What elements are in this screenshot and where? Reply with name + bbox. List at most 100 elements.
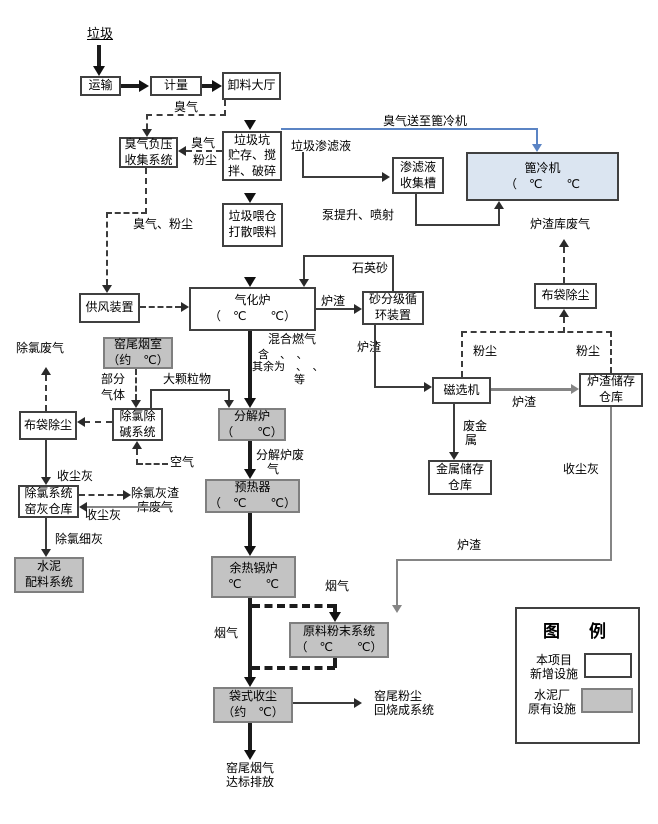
edge-warehouse-to-batching	[45, 518, 47, 549]
leachate-tank-box: 渗滤液 收集槽	[392, 157, 444, 194]
preheater-box: 预热器 （ ℃ ℃）	[205, 479, 300, 513]
label-dust-2: 粉尘	[576, 344, 601, 358]
label-mixed-gas-1: 混合燃气	[268, 332, 317, 346]
arrowhead	[244, 750, 256, 760]
label-mixed-gas-3: 其余为 、 、	[252, 360, 324, 373]
label-air: 空气	[170, 455, 195, 469]
label-final-emission-2: 达标排放	[226, 775, 275, 789]
air-supply-box: 供风装置	[79, 293, 140, 323]
label-slag-4: 炉渣	[457, 538, 482, 552]
edge-air-h	[137, 463, 168, 465]
slag-storage-box: 炉渣储存 仓库	[579, 373, 643, 407]
arrowhead	[41, 477, 51, 485]
arrowhead	[559, 239, 569, 247]
label-kiln-dust-2: 回烧成系统	[374, 703, 435, 717]
arrowhead	[244, 277, 256, 287]
edge-bagdust-to-kilnreturn	[293, 702, 354, 704]
metering-box: 计量	[150, 76, 202, 96]
edge-slagpath-h	[396, 559, 612, 561]
label-slag-3: 炉渣	[512, 395, 537, 409]
edge-bagfilter-to-warehouse	[45, 440, 47, 477]
bag-filter-left-box: 布袋除尘	[19, 411, 77, 440]
arrowhead	[244, 546, 256, 556]
edge-sand-to-mag-v	[374, 325, 376, 387]
arrowhead	[41, 367, 51, 375]
label-odor-side: 臭气	[191, 136, 216, 150]
arrowhead	[224, 400, 234, 408]
arrowhead	[244, 120, 256, 130]
edge-hall-odor-v2	[146, 114, 148, 129]
label-slag-store-gas: 炉渣库废气	[530, 217, 591, 231]
legend-swatch-new	[584, 653, 632, 678]
edge-metering-to-hall	[202, 84, 212, 88]
edge-boiler-to-rawmat-v	[333, 604, 337, 612]
label-dust-ash-1: 收尘灰	[57, 469, 94, 483]
label-odor-to-cooler: 臭气送至篦冷机	[383, 114, 468, 128]
label-partial-gas-2: 气体	[101, 388, 126, 402]
edge-dust-h	[461, 331, 612, 333]
arrowhead	[178, 146, 186, 156]
edge-odor-air-v2	[106, 212, 108, 285]
label-dust-side: 粉尘	[193, 153, 218, 167]
edge-odor-air-h	[106, 212, 147, 214]
edge-waste-to-transport	[97, 45, 101, 67]
label-slag-2: 炉渣	[357, 340, 382, 354]
edge-leachate-h	[302, 176, 382, 178]
edge-mag-to-metal	[453, 404, 455, 452]
edge-hall-odor-v	[224, 100, 226, 116]
label-large-particles: 大颗粒物	[163, 372, 212, 386]
edge-dustash-return	[87, 506, 172, 508]
edge-particles-v2	[228, 389, 230, 400]
label-odor-top: 臭气	[174, 100, 199, 114]
edge-rawmat-return-v	[333, 658, 337, 668]
legend-item-new-label: 本项目 新增设施	[529, 653, 578, 682]
label-kiln-dust-1: 窑尾粉尘	[374, 689, 423, 703]
kiln-ash-warehouse-box: 除氯系统 窑灰仓库	[18, 485, 79, 518]
arrowhead	[382, 172, 390, 182]
edge-rawmat-return-h	[252, 666, 335, 670]
edge-odor-air-v1	[145, 168, 147, 214]
label-scrap-metal-1: 废金	[463, 419, 488, 433]
edge-dust-v1	[461, 331, 463, 377]
label-quartz-sand: 石英砂	[352, 261, 389, 275]
edge-odor-to-cooler-h	[281, 128, 538, 130]
label-final-emission-1: 窑尾烟气	[226, 761, 275, 775]
label-flue-gas-1: 烟气	[325, 579, 350, 593]
waste-heat-boiler-box: 余热锅炉 ℃ ℃	[211, 556, 296, 598]
label-waste: 垃圾	[87, 27, 114, 42]
edge-warehouse-gas	[79, 494, 123, 496]
magnetic-separator-box: 磁选机	[432, 377, 491, 404]
edge-air-v	[136, 449, 138, 465]
edge-gasifier-to-sand	[316, 308, 354, 310]
edge-pit-to-odor	[186, 150, 222, 152]
edge-sand-loop-v2	[303, 255, 305, 279]
edge-boiler-to-rawmat-h	[252, 604, 335, 608]
edge-particles-v1	[150, 389, 152, 408]
label-flue-gas-2: 烟气	[214, 626, 239, 640]
edge-dust-v2	[610, 331, 612, 373]
edge-gasifier-to-calciner	[248, 331, 252, 398]
label-pump-lift: 泵提升、喷射	[322, 208, 395, 222]
cement-batching-box: 水泥 配料系统	[14, 557, 84, 593]
label-partial-gas-1: 部分	[101, 372, 126, 386]
label-mixed-gas-4: 等	[294, 373, 305, 386]
label-odor-dust: 臭气、粉尘	[133, 217, 194, 231]
edge-dechlor-to-bagfilter	[84, 421, 112, 423]
edge-odor-to-cooler-v	[536, 128, 538, 144]
arrowhead	[392, 605, 402, 613]
kiln-tail-chamber-box: 窑尾烟室 （约 ℃）	[103, 337, 173, 369]
arrowhead	[181, 302, 189, 312]
edge-hall-odor-h	[146, 114, 226, 116]
label-dechlor-ash-gas-1: 除氯灰渣	[131, 486, 180, 500]
legend-title: 图 例	[543, 622, 612, 642]
arrowhead	[354, 698, 362, 708]
edge-final-emission	[248, 723, 252, 750]
edge-particles-h	[150, 389, 230, 391]
arrowhead	[424, 382, 432, 392]
edge-sand-to-mag-h	[374, 386, 424, 388]
arrowhead	[41, 549, 51, 557]
edge-calciner-to-preheater	[248, 441, 252, 469]
edge-airsupply-to-gasifier	[140, 306, 181, 308]
feeding-bin-box: 垃圾喂仓 打散喂料	[222, 203, 283, 247]
